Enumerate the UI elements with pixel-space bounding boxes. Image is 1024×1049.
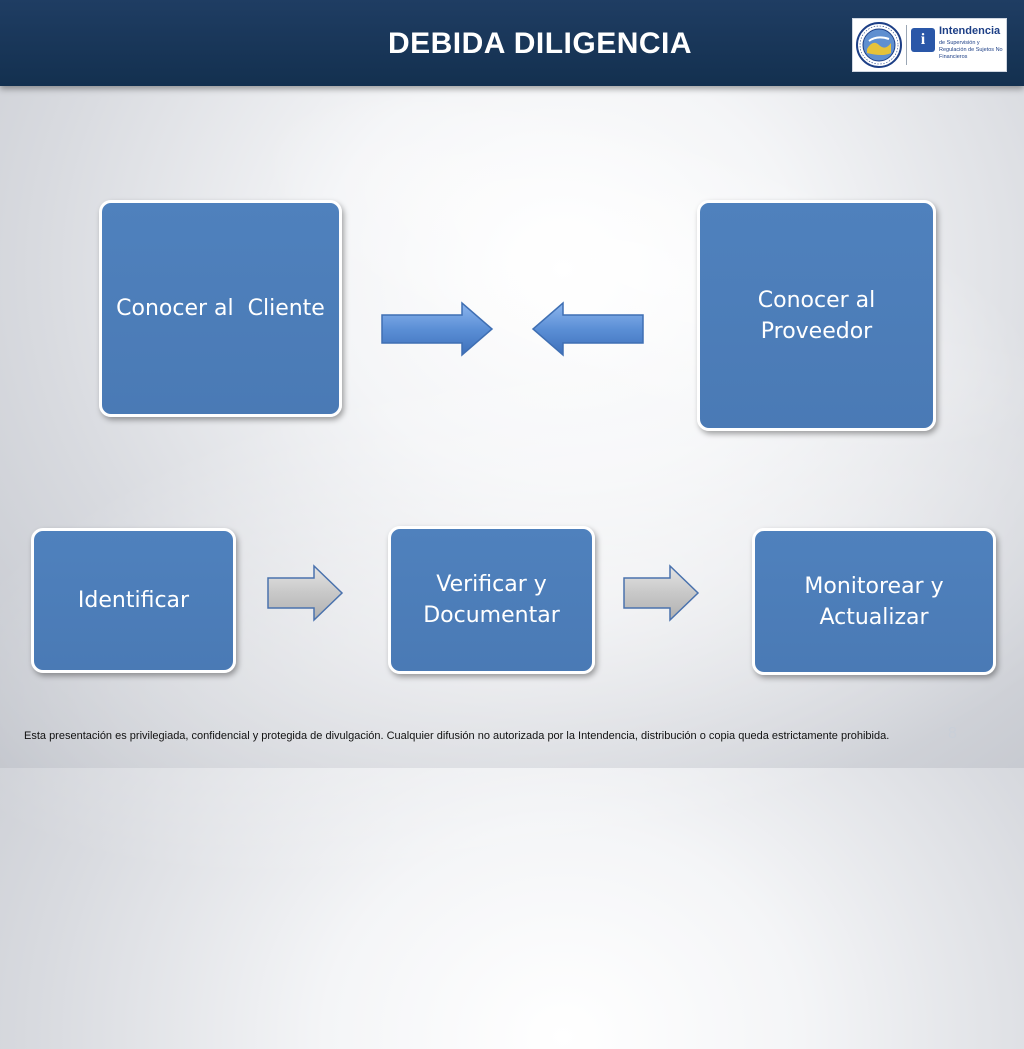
step-verify-label: Verificar y Documentar	[423, 572, 560, 628]
logo-subtitle: de Supervisión y Regulación de Sujetos N…	[939, 40, 1003, 60]
right-arrow-icon	[381, 301, 494, 357]
know-client-box: Conocer al Cliente	[99, 200, 342, 417]
title-bar: DEBIDA DILIGENCIA i Intendencia de Super…	[0, 0, 1024, 86]
know-client-label: Conocer al Cliente	[116, 296, 325, 321]
step-identify-box: Identificar	[31, 528, 236, 673]
seal-icon	[856, 22, 902, 68]
step-monitor-box: Monitorear y Actualizar	[752, 528, 996, 675]
logo-divider	[906, 25, 907, 65]
left-arrow-icon	[531, 301, 644, 357]
page-number: 8	[948, 725, 957, 742]
step-verify-box: Verificar y Documentar	[388, 526, 595, 674]
logo-name: Intendencia	[939, 25, 1001, 37]
step-identify-label: Identificar	[77, 588, 190, 613]
right-arrow-icon	[267, 564, 344, 622]
slide-title: DEBIDA DILIGENCIA	[387, 27, 693, 60]
confidentiality-disclaimer: Esta presentación es privilegiada, confi…	[24, 730, 890, 742]
know-supplier-box: Conocer al Proveedor	[697, 200, 936, 431]
logo: i Intendencia de Supervisión y Regulació…	[852, 18, 1007, 72]
step-monitor-label: Monitorear y Actualizar	[804, 573, 944, 630]
right-arrow-icon	[623, 564, 700, 622]
know-supplier-label: Conocer al Proveedor	[757, 287, 876, 344]
info-icon: i	[911, 28, 935, 52]
